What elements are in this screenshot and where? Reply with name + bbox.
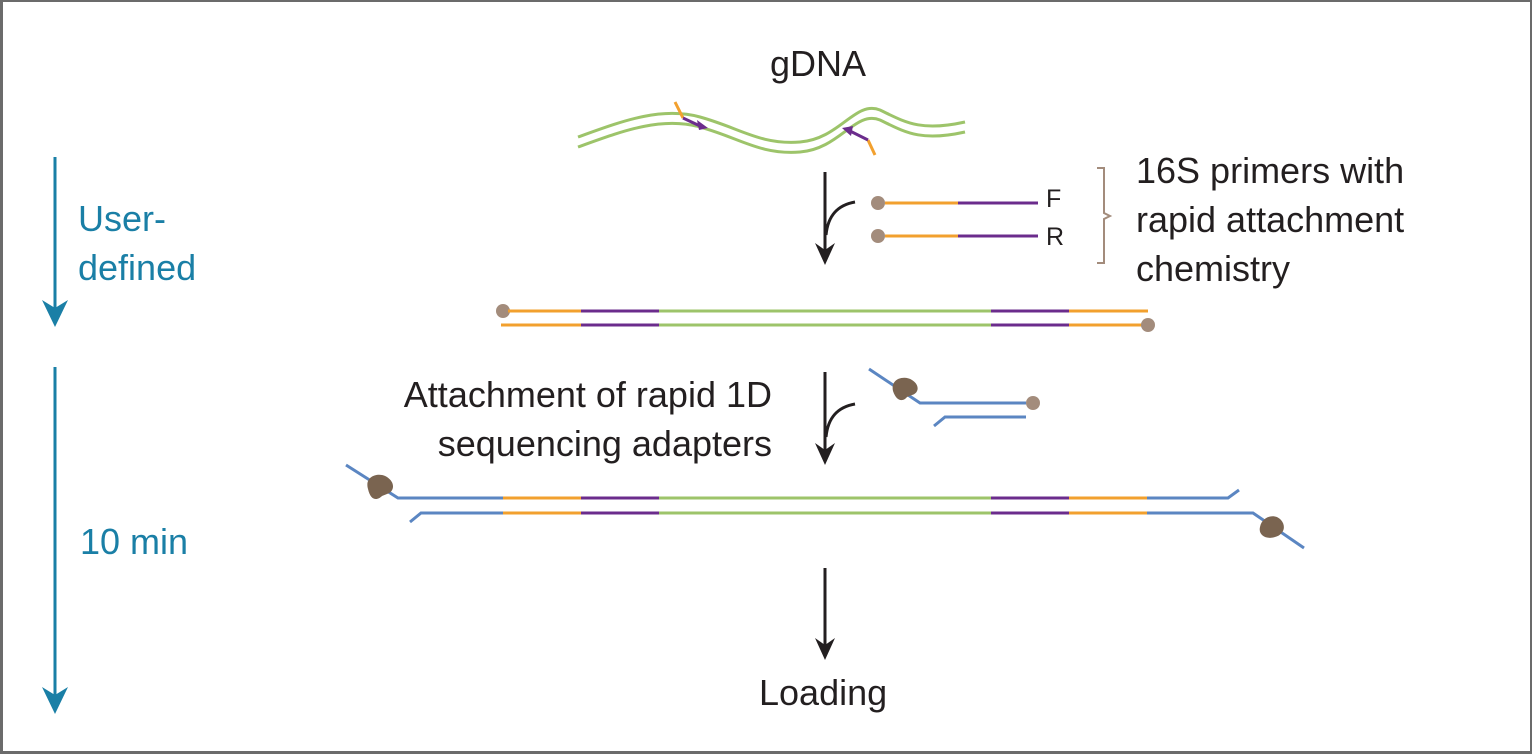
adapters-label-line-1: Attachment of rapid 1D xyxy=(403,374,772,415)
gdna-strands xyxy=(577,106,966,154)
primer-reverse-label: R xyxy=(1046,223,1065,251)
primers-label-line-3: chemistry xyxy=(1136,248,1291,289)
primer-forward xyxy=(871,196,1038,210)
timeline-label-user-defined-line-2: defined xyxy=(78,247,197,288)
motor-protein-left-icon xyxy=(367,474,394,500)
gdna-primer-left xyxy=(673,101,708,130)
timeline-label-10-min: 10 min xyxy=(80,521,189,562)
rapid-adapter xyxy=(868,367,1040,428)
loading-label: Loading xyxy=(759,672,888,713)
gdna-label: gDNA xyxy=(770,43,867,84)
primer-reverse xyxy=(871,229,1038,243)
adapters-label-line-2: sequencing adapters xyxy=(437,423,772,464)
adapted-library xyxy=(345,463,1305,550)
gdna-strand-bottom xyxy=(577,116,966,154)
step-arrow-pcr xyxy=(815,172,856,265)
motor-protein-icon xyxy=(892,377,918,401)
motor-protein-right-icon xyxy=(1259,516,1284,538)
timeline-arrow-10-min xyxy=(42,367,68,714)
gdna-strand-top xyxy=(577,106,966,144)
primer-forward-label: F xyxy=(1046,185,1062,213)
primer-bracket xyxy=(1097,167,1113,264)
step-arrow-loading xyxy=(815,568,835,660)
primers-label-line-2: rapid attachment xyxy=(1136,199,1405,240)
gdna-primer-right xyxy=(842,126,877,156)
amplicon xyxy=(496,304,1155,332)
timeline-arrow-user-defined xyxy=(42,157,68,327)
primers-label-line-1: 16S primers with xyxy=(1136,150,1405,191)
timeline-label-user-defined-line-1: User- xyxy=(78,198,166,239)
step-arrow-adapter xyxy=(815,372,856,465)
